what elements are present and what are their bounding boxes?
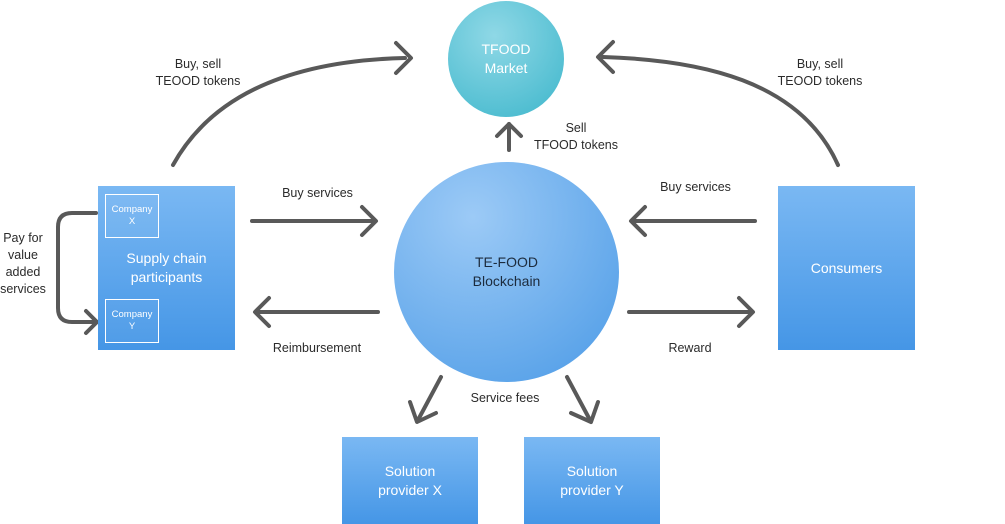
supply-label-line1: Supply chain [126,250,207,266]
arrowhead-reward [737,296,755,328]
arrow-company-loop [56,211,98,324]
arrowhead-buy-services-right [629,205,647,237]
pay-for-line3: added [5,265,41,279]
pay-for-line2: value [8,248,38,262]
consumers-node: Consumers [778,186,915,350]
consumers-label: Consumers [810,260,883,276]
buy-sell-left-line2: TEOOD tokens [155,74,241,88]
solution-provider-y-node: Solution provider Y [524,437,660,524]
pay-for-line4: services [0,282,46,296]
arrowhead-supply-to-market [394,41,413,75]
label-sell-tokens: Sell TFOOD tokens [526,120,626,154]
arrow-supply-to-market [171,56,407,167]
label-buy-sell-left: Buy, sell TEOOD tokens [148,56,248,90]
arrowhead-fee-provider-y [569,400,600,424]
label-pay-for-services: Pay for value added services [0,230,46,298]
company-y-box: Company Y [105,299,159,343]
arrowhead-fee-provider-x [408,400,438,424]
market-label-line2: Market [484,60,528,76]
arrowhead-blockchain-to-market [495,122,523,138]
arrowhead-company-loop [84,309,99,335]
solution-provider-x-node: Solution provider X [342,437,478,524]
sell-tokens-line2: TFOOD tokens [533,138,619,152]
company-y-line2: Y [128,321,136,332]
buy-sell-left-line1: Buy, sell [174,57,222,71]
label-reward: Reward [668,341,712,355]
provider-x-line1: Solution [384,462,436,479]
te-food-blockchain-node: TE-FOOD Blockchain [394,162,619,382]
arrowhead-buy-services-left [360,205,378,237]
supply-chain-participants-node: Supply chain participants [98,186,235,350]
pay-for-line1: Pay for [3,231,43,245]
label-buy-sell-right: Buy, sell TEOOD tokens [770,56,870,90]
label-buy-services-left: Buy services [282,186,353,200]
company-x-line1: Company [111,204,153,215]
label-reimbursement: Reimbursement [272,341,362,355]
provider-x-line2: provider X [378,481,442,498]
arrow-consumers-to-market [601,55,840,167]
arrowhead-consumers-to-market [596,40,615,74]
label-buy-services-right: Buy services [660,180,731,194]
buy-sell-right-line2: TEOOD tokens [777,74,863,88]
company-x-line2: X [128,216,136,227]
blockchain-label-line1: TE-FOOD [475,254,538,270]
provider-y-line2: provider Y [560,481,624,498]
arrow-fee-provider-x [416,375,443,422]
label-service-fees: Service fees [470,391,540,405]
company-x-box: Company X [105,194,159,238]
sell-tokens-line1: Sell [565,121,587,135]
provider-y-line1: Solution [566,462,618,479]
company-y-line1: Company [111,309,153,320]
buy-sell-right-line1: Buy, sell [796,57,844,71]
arrow-fee-provider-y [565,375,592,422]
arrowhead-reimbursement [253,296,271,328]
blockchain-label-line2: Blockchain [472,273,541,289]
supply-label-line2: participants [130,269,203,285]
tfood-market-node: TFOOD Market [448,1,564,117]
market-label-line1: TFOOD [481,41,531,57]
